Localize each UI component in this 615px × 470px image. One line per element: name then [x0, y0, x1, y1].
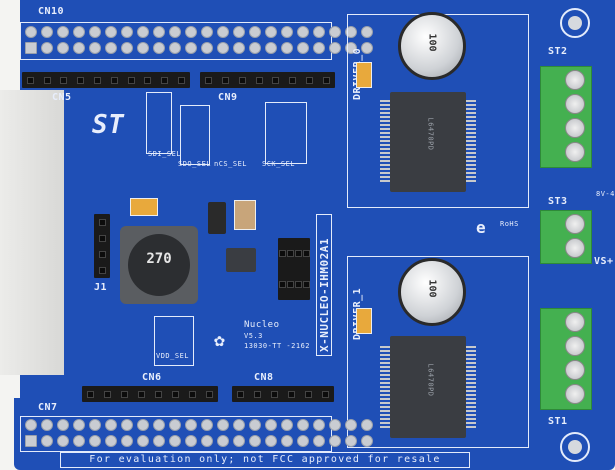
sdo-sel-box — [180, 105, 210, 165]
u3-regulator — [226, 248, 256, 272]
board-cutout-shadow — [0, 90, 64, 375]
nucleo-logo-icon: ✿ — [214, 330, 226, 351]
st-logo: ST — [92, 110, 125, 140]
cn7-label: CN7 — [38, 402, 58, 413]
mounting-hole-top-right — [560, 8, 590, 38]
c36-capacitor — [234, 200, 256, 230]
driver1-ic-marking: L6470PD — [426, 363, 435, 397]
nucleo-logo-label: Nucleo — [244, 320, 280, 330]
driver1-ic-legs-right — [464, 346, 476, 428]
st2-screw-3[interactable] — [565, 118, 585, 138]
cn7-pins-row2 — [25, 435, 373, 447]
driver0-ic-marking: L6470PD — [426, 117, 435, 151]
st3-voltage-range: 8V-45V — [596, 190, 615, 198]
vdd-sel-box — [154, 316, 194, 366]
sdi-sel-box — [146, 92, 172, 154]
e-logo: e — [476, 218, 487, 237]
c28-capacitor — [356, 62, 372, 88]
j1-label: J1 — [94, 282, 108, 293]
cn7-pins-row1 — [25, 419, 373, 431]
driver0-ic-legs-left — [380, 100, 392, 182]
st1-screw-3[interactable] — [565, 360, 585, 380]
d10-diode — [208, 202, 226, 234]
cn7-outline — [20, 416, 332, 452]
st1-screw-4[interactable] — [565, 384, 585, 404]
driver0-ic-legs-right — [464, 100, 476, 182]
sdo-sel-label: SDO_SEL — [178, 160, 212, 168]
nucleo-rev: V5.3 — [244, 332, 263, 340]
st1-screw-2[interactable] — [565, 336, 585, 356]
cn5-label: CN5 — [52, 92, 72, 103]
cn10-outline — [20, 22, 332, 60]
driver1-ic-legs-left — [380, 346, 392, 428]
cn6-header — [82, 386, 218, 402]
j1-header — [94, 214, 110, 278]
cn9-header — [200, 72, 335, 88]
cn8-header — [232, 386, 334, 402]
cn10-pins-row2 — [25, 42, 373, 54]
c12-capacitor — [356, 308, 372, 334]
driver1-ic — [390, 336, 466, 438]
cn5-header — [22, 72, 190, 88]
sck-sel-box — [265, 102, 307, 164]
sck-sel-label: SCK_SEL — [262, 160, 296, 168]
st3-label: ST3 — [548, 196, 568, 207]
driver0-capacitor: 100 — [398, 12, 466, 80]
cn9-label: CN9 — [218, 92, 238, 103]
l1-inductor: 270 — [120, 226, 198, 304]
cn8-label: CN8 — [254, 372, 274, 383]
st2-screw-2[interactable] — [565, 94, 585, 114]
board-name: X-NUCLEO-IHM02A1 — [318, 238, 331, 352]
footer-disclaimer: For evaluation only; not FCC approved fo… — [60, 452, 470, 468]
inductor-marking: 270 — [146, 251, 172, 267]
part-number: 13030-TT -2162 — [244, 342, 311, 350]
driver0-ic — [390, 92, 466, 192]
driver0-cap-marking: 100 — [426, 33, 438, 52]
st3-vs-plus-label: VS+ — [594, 256, 614, 267]
cn10-label: CN10 — [38, 6, 65, 17]
j2-header — [278, 238, 310, 300]
st1-label: ST1 — [548, 416, 568, 427]
c39-capacitor — [130, 198, 158, 216]
mounting-hole-bottom-right — [560, 432, 590, 462]
driver1-outline — [347, 256, 529, 448]
board-name-outline — [316, 214, 332, 356]
cn6-label: CN6 — [142, 372, 162, 383]
st3-screw-1[interactable] — [565, 214, 585, 234]
st1-screw-1[interactable] — [565, 312, 585, 332]
st2-screw-1[interactable] — [565, 70, 585, 90]
cn10-pins-row1 — [25, 26, 373, 38]
vdd-sel-label: VDD_SEL — [156, 352, 190, 360]
rohs-label: RoHS — [500, 220, 519, 228]
st2-screw-4[interactable] — [565, 142, 585, 162]
st3-screw-2[interactable] — [565, 238, 585, 258]
st2-label: ST2 — [548, 46, 568, 57]
ncs-sel-label: nCS_SEL — [214, 160, 248, 168]
driver1-cap-marking: 100 — [426, 279, 438, 298]
sdi-sel-label: SDI_SEL — [148, 150, 182, 158]
driver1-capacitor: 100 — [398, 258, 466, 326]
